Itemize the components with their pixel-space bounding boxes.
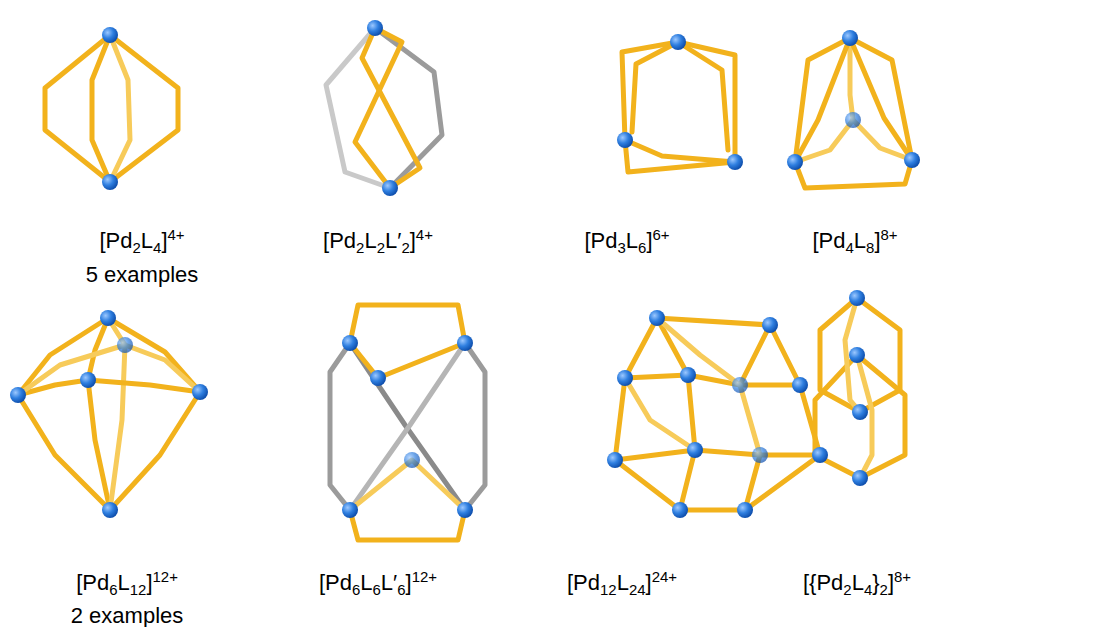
formula-label: [Pd6L12]12+ [76,570,178,596]
subscript: 12 [600,581,617,598]
count-label: 5 examples [86,262,199,288]
charge: 12+ [412,568,437,585]
subscript: 3 [617,239,625,256]
subscript: 6 [638,239,646,256]
pd4l8-cage [795,38,912,188]
subscript: 6 [373,581,381,598]
subscript: 6 [397,581,405,598]
subscript: 2 [843,581,851,598]
formula-label: [Pd12L24]24+ [567,570,677,596]
charge: 4+ [168,226,185,243]
subscript: 8 [866,239,874,256]
charge: 8+ [881,226,898,243]
charge: 4+ [416,226,433,243]
subscript: 6 [352,581,360,598]
subscript: 2 [880,581,888,598]
pd6l6l6-cage [330,305,485,540]
subscript: 2 [377,239,385,256]
formula-label: [Pd4L8]8+ [812,228,897,254]
subscript: 6 [109,581,117,598]
subscript: 2 [356,239,364,256]
pd12l24-cage [615,318,820,510]
formula-label: [{Pd2L4}2]8+ [803,570,911,596]
pd2l4-cage [45,35,178,182]
double-cage [815,298,905,478]
formula-label: [Pd3L6]6+ [584,228,669,254]
subscript: 24 [629,581,646,598]
charge: 6+ [653,226,670,243]
formula-label: [Pd2L4]4+ [99,228,184,254]
subscript: 12 [130,581,147,598]
pd2l2l2-cage [326,28,442,188]
charge: 8+ [894,568,911,585]
subscript: 4 [153,239,161,256]
pd6l12-cage [18,318,200,510]
count-label: 2 examples [71,603,184,627]
subscript: 2 [401,239,409,256]
subscript: 2 [132,239,140,256]
subscript: 4 [864,581,872,598]
pd3l6-cage [622,42,735,172]
formula-label: [Pd6L6L′6]12+ [319,570,437,596]
palladium-atoms [10,20,920,518]
charge: 12+ [153,568,178,585]
formula-label: [Pd2L2L′2]4+ [323,228,433,254]
subscript: 4 [845,239,853,256]
charge: 24+ [652,568,677,585]
